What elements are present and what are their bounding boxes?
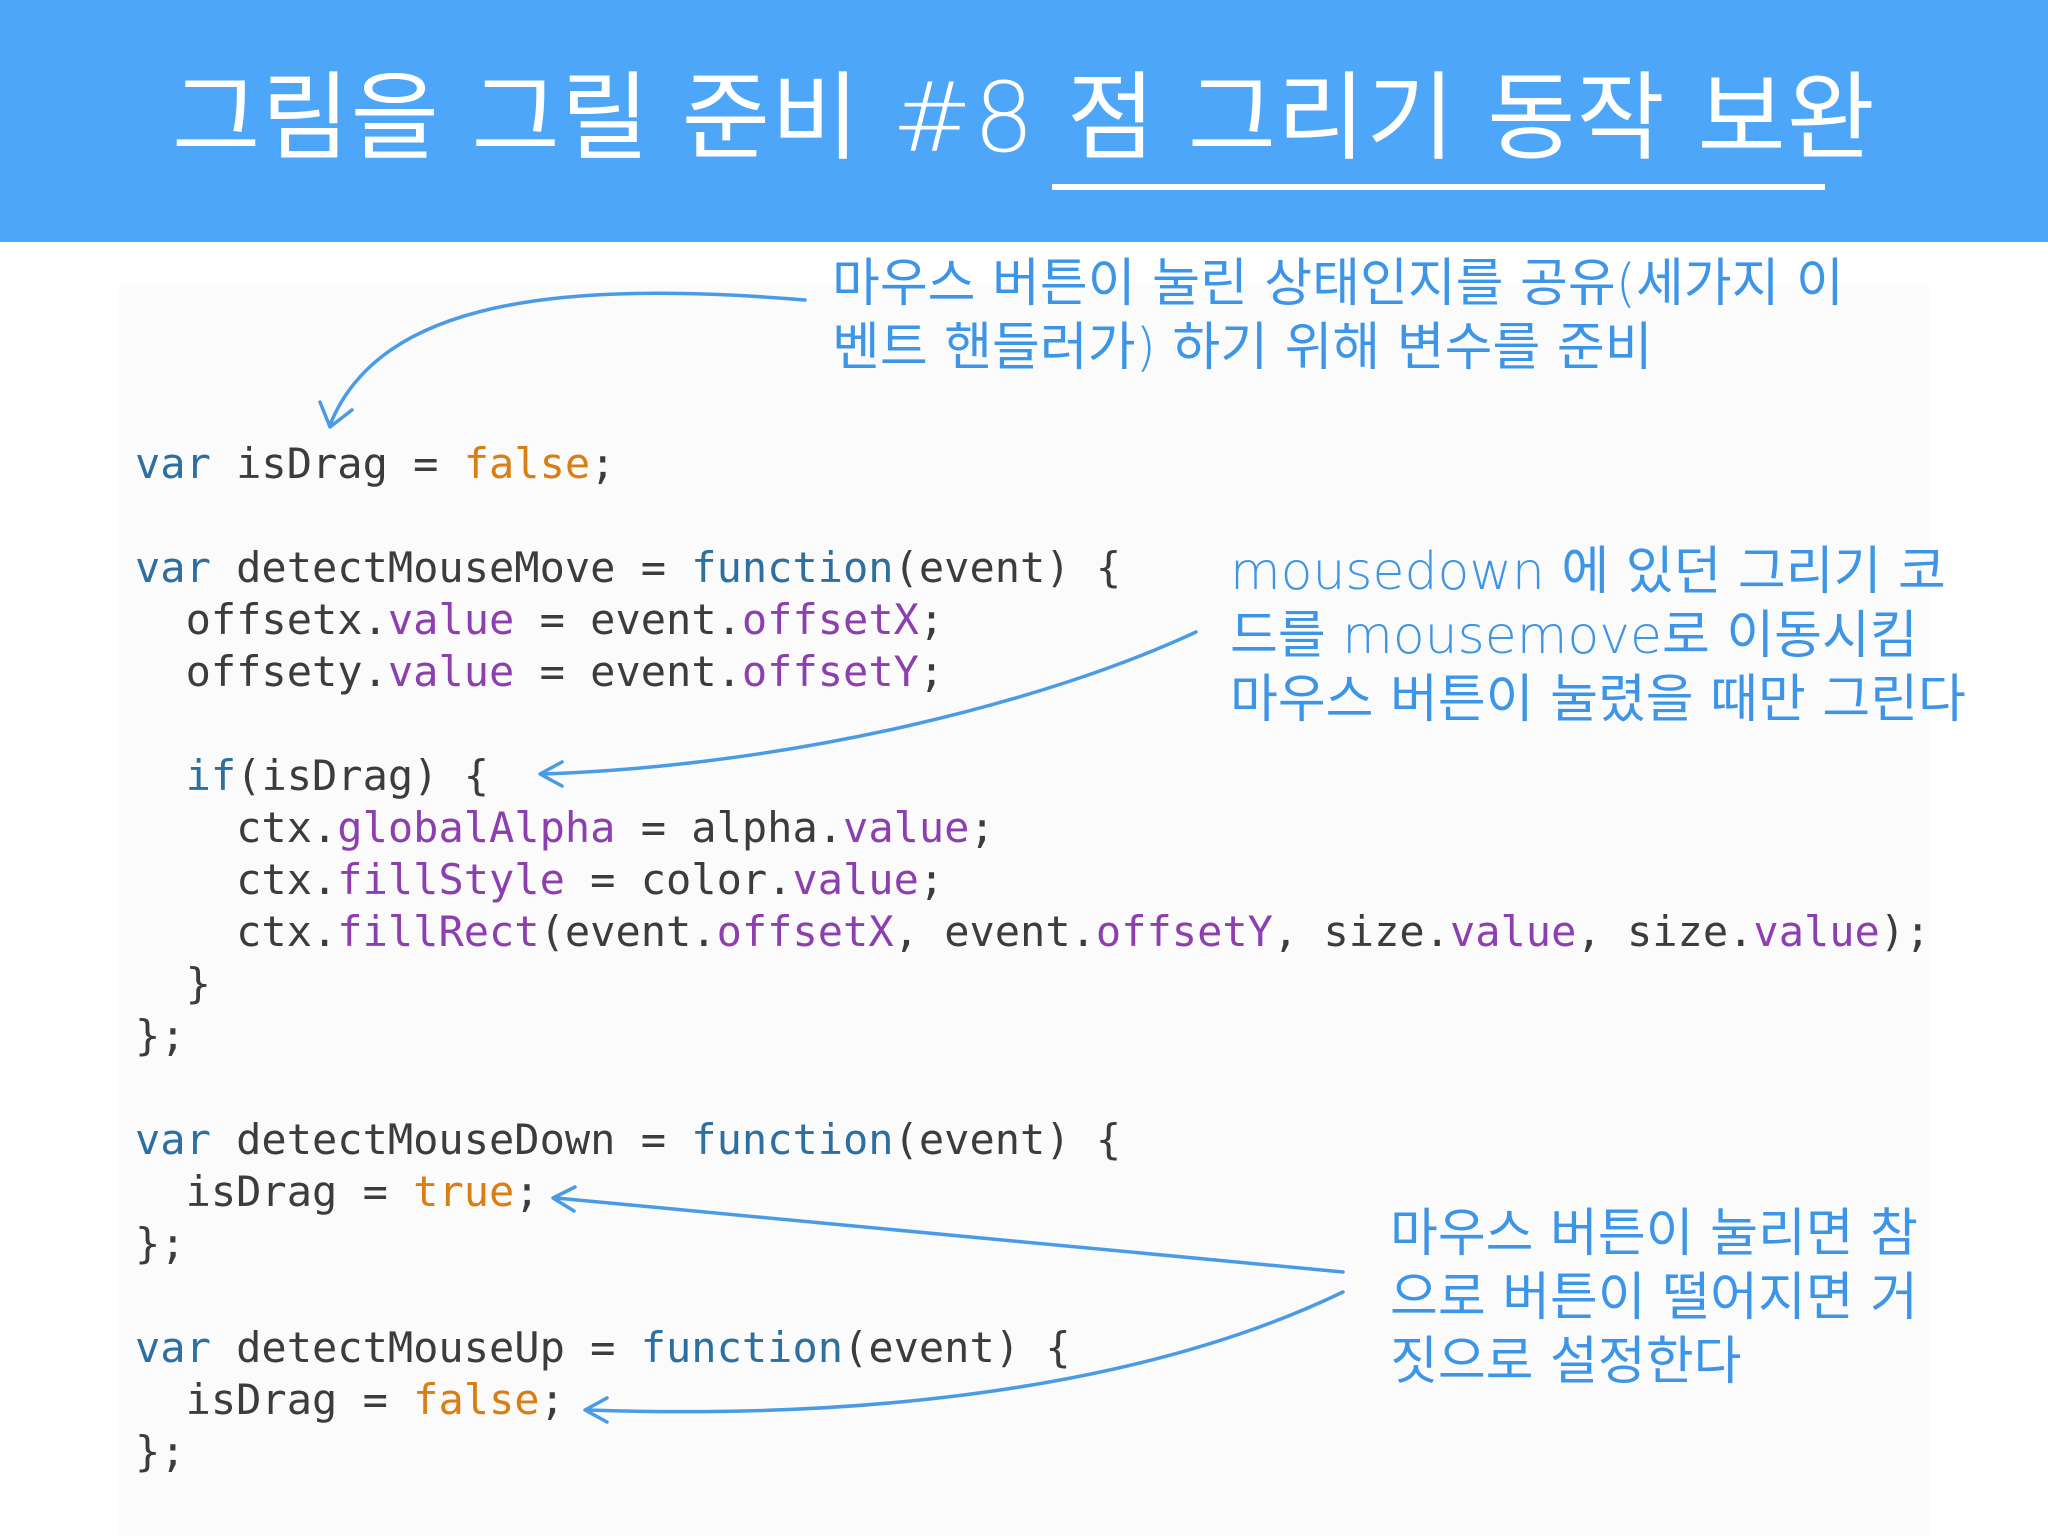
code-line-1: var isDrag = false; bbox=[135, 439, 616, 488]
annotation-line: 마우스 버튼이 눌리면 참 bbox=[1390, 1204, 1918, 1264]
arrow-to-isdrag-var bbox=[328, 291, 807, 427]
arrow-to-false bbox=[586, 1290, 1345, 1414]
annotation-line: mousedown 에 있던 그리기 코 bbox=[1230, 542, 1946, 602]
code-line-12: }; bbox=[135, 1011, 186, 1060]
annotation-line: 마우스 버튼이 눌렸을 때만 그린다 bbox=[1230, 670, 1966, 730]
code-line-16: }; bbox=[135, 1219, 186, 1268]
code-line-3: var detectMouseMove = function(event) { bbox=[135, 543, 1122, 592]
annotation-shared-variable: 마우스 버튼이 눌린 상태인지를 공유(세가지 이 벤트 핸들러가) 하기 위해… bbox=[832, 252, 1844, 380]
annotation-line: 벤트 핸들러가) 하기 위해 변수를 준비 bbox=[832, 318, 1653, 378]
code-line-8: ctx.globalAlpha = alpha.value; bbox=[135, 803, 995, 852]
code-block: var isDrag = false; var detectMouseMove … bbox=[135, 438, 1930, 1478]
arrow-head-icon bbox=[551, 1185, 577, 1213]
code-line-7: if(isDrag) { bbox=[185, 751, 490, 800]
annotation-toggle-flag: 마우스 버튼이 눌리면 참 으로 버튼이 떨어지면 거 짓으로 설정한다 bbox=[1390, 1202, 1918, 1394]
slide-header bbox=[0, 0, 2048, 242]
title-part2: 점 그리기 동작 보완 bbox=[1066, 62, 1876, 174]
annotation-line: 으로 버튼이 떨어지면 거 bbox=[1390, 1268, 1918, 1328]
arrow-to-if-block bbox=[541, 630, 1198, 776]
arrow-to-true bbox=[554, 1196, 1345, 1274]
annotation-move-drawing: mousedown 에 있던 그리기 코 드를 mousemove로 이동시킴 … bbox=[1230, 540, 1966, 732]
arrow-head-icon bbox=[318, 400, 354, 429]
slide-title: 그림을 그릴 준비 #8 점 그리기 동작 보완 bbox=[0, 58, 2048, 178]
arrow-head-icon bbox=[583, 1396, 609, 1424]
code-line-18: var detectMouseUp = function(event) { bbox=[135, 1323, 1071, 1372]
code-line-4: offsetx.value = event.offsetX; bbox=[135, 595, 945, 644]
code-line-20: }; bbox=[135, 1427, 186, 1476]
title-underline bbox=[1052, 184, 1825, 190]
code-line-10: ctx.fillRect(event.offsetX, event.offset… bbox=[135, 907, 1931, 956]
code-line-9: ctx.fillStyle = color.value; bbox=[135, 855, 945, 904]
code-line-5: offsety.value = event.offsetY; bbox=[135, 647, 945, 696]
annotation-line: 짓으로 설정한다 bbox=[1390, 1332, 1742, 1392]
annotation-line: 드를 mousemove로 이동시킴 bbox=[1230, 606, 1918, 666]
code-line-19: isDrag = false; bbox=[135, 1375, 565, 1424]
title-part1: 그림을 그릴 준비 #8 bbox=[172, 62, 1067, 174]
code-line-11: } bbox=[135, 959, 211, 1008]
code-line-14: var detectMouseDown = function(event) { bbox=[135, 1115, 1122, 1164]
code-line-15: isDrag = true; bbox=[135, 1167, 540, 1216]
annotation-line: 마우스 버튼이 눌린 상태인지를 공유(세가지 이 bbox=[832, 254, 1844, 314]
code-panel bbox=[118, 285, 1930, 1536]
arrow-head-icon bbox=[538, 760, 564, 788]
